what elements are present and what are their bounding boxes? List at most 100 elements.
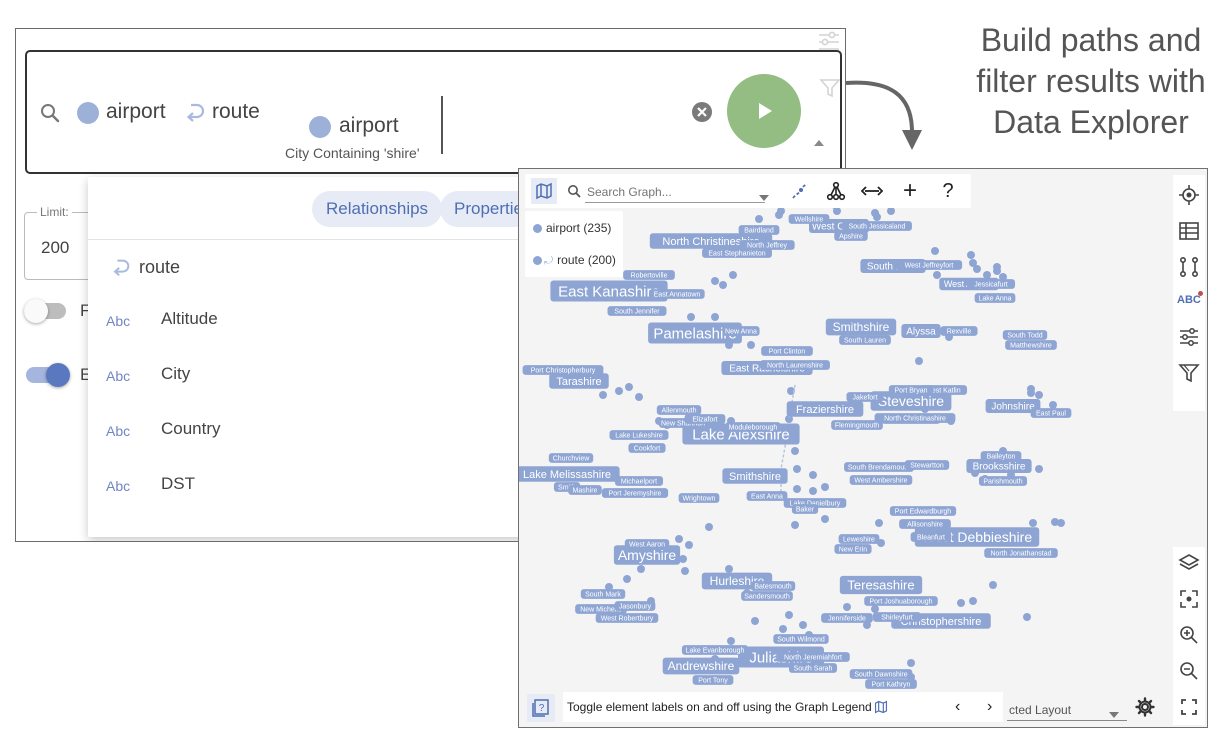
graph-node-label[interactable]: West Aaron <box>624 539 670 549</box>
graph-node[interactable] <box>793 485 801 493</box>
graph-node-label[interactable]: Pamelashire <box>648 322 742 344</box>
graph-node[interactable] <box>931 247 939 255</box>
graph-node-label[interactable]: Allisonshire <box>899 519 951 529</box>
graph-node[interactable] <box>637 565 645 573</box>
zoom-in-icon[interactable] <box>1177 623 1201 647</box>
graph-node[interactable] <box>969 597 977 605</box>
chevron-down-icon[interactable] <box>759 188 769 206</box>
graph-node-label[interactable]: South Lauren <box>839 335 891 345</box>
clear-icon[interactable] <box>691 101 713 128</box>
graph-node[interactable] <box>785 415 793 423</box>
graph-node-label[interactable]: Tarashire <box>549 373 609 389</box>
graph-node-label[interactable]: Wrightown <box>678 493 720 503</box>
graph-node[interactable] <box>1027 385 1035 393</box>
graph-node-label[interactable]: Lake Melissashire <box>519 466 620 482</box>
run-query-button[interactable] <box>727 74 801 148</box>
graph-node-label[interactable]: East Annatown <box>649 289 705 299</box>
graph-node[interactable] <box>843 603 851 611</box>
graph-node[interactable] <box>755 215 763 223</box>
graph-node[interactable] <box>605 583 613 591</box>
graph-node-label[interactable]: Alyssa <box>901 324 941 338</box>
graph-node-label[interactable]: Stewartton <box>904 460 950 470</box>
graph-node-label[interactable]: Mashire <box>568 485 602 495</box>
graph-node[interactable] <box>887 207 895 215</box>
graph-node-label[interactable]: Michaelport <box>614 476 664 486</box>
graph-node-label[interactable]: Lake Lukeshire <box>609 430 669 440</box>
graph-node-label[interactable]: Bleanfurt <box>910 532 952 542</box>
expand-caret-icon[interactable] <box>813 134 825 152</box>
graph-node-label[interactable]: Batesmouth <box>750 581 796 591</box>
graph-node[interactable] <box>907 659 915 667</box>
graph-node[interactable] <box>705 523 713 531</box>
graph-node-label[interactable]: Elizafort <box>684 414 726 424</box>
graph-node-label[interactable]: Matthewshire <box>1005 340 1057 350</box>
graph-node[interactable] <box>719 281 727 289</box>
graph-node[interactable] <box>775 211 783 219</box>
limit-field[interactable]: Limit: 200 <box>24 205 96 280</box>
graph-node-label[interactable]: New Michelle <box>575 604 627 614</box>
graph-node[interactable] <box>747 341 755 349</box>
graph-node-label[interactable]: East Kanashire <box>550 280 668 302</box>
graph-node-label[interactable]: Smithshire <box>722 468 788 484</box>
filter-settings-icon[interactable] <box>1177 325 1201 349</box>
graph-node[interactable] <box>623 575 631 583</box>
graph-node-label[interactable]: Fraziershire <box>786 401 864 417</box>
graph-node-label[interactable]: North Jeffrey <box>739 240 795 250</box>
property-row-altitude[interactable]: Abc Altitude <box>88 295 608 349</box>
graph-node[interactable] <box>615 387 623 395</box>
graph-node-label[interactable]: West Jeffreyfort <box>895 260 963 270</box>
graph-node[interactable] <box>711 277 719 285</box>
graph-node-label[interactable]: South Jessicaland <box>842 221 912 231</box>
graph-node-label[interactable]: Jenniferside <box>821 613 873 623</box>
focus-icon[interactable] <box>1177 587 1201 611</box>
graph-node[interactable] <box>599 391 607 399</box>
graph-node[interactable] <box>1057 519 1065 527</box>
graph-node-label[interactable]: South Mark <box>580 589 626 599</box>
property-row-city[interactable]: Abc City <box>88 350 608 404</box>
graph-node[interactable] <box>967 251 975 259</box>
graph-node-label[interactable]: Port Clinton <box>761 346 813 356</box>
locate-icon[interactable] <box>1177 183 1201 207</box>
graph-node-label[interactable]: North Christinashire <box>874 413 956 423</box>
graph-node[interactable] <box>1035 391 1043 399</box>
zoom-out-icon[interactable] <box>1177 659 1201 683</box>
graph-node-label[interactable]: New Anna <box>722 326 760 336</box>
graph-node[interactable] <box>973 265 981 273</box>
graph-node-label[interactable]: Parishmouth <box>978 476 1028 486</box>
add-edge-button[interactable] <box>859 178 885 204</box>
graph-node[interactable] <box>809 471 817 479</box>
graph-node[interactable] <box>983 271 991 279</box>
graph-node-label[interactable]: Robertoville <box>623 270 675 280</box>
graph-node-label[interactable]: Port Joshuaborough <box>864 596 938 606</box>
graph-node[interactable] <box>863 621 871 629</box>
graph-node-label[interactable]: West Ambershire <box>849 475 913 485</box>
graph-node-label[interactable]: Leweshire <box>838 534 880 544</box>
graph-node-label[interactable]: Johnshire <box>985 399 1041 413</box>
graph-node-label[interactable]: New Erin <box>834 544 872 554</box>
graph-node-label[interactable]: Apshire <box>834 231 868 241</box>
help-button[interactable]: ? <box>942 179 954 202</box>
graph-node[interactable] <box>1029 519 1037 527</box>
graph-node-label[interactable]: Churchview <box>548 453 594 463</box>
table-icon[interactable] <box>1177 219 1201 243</box>
graph-node-label[interactable]: Jasonbury <box>614 601 656 611</box>
graph-node-label[interactable]: Lake Anna <box>974 293 1016 303</box>
graph-node-label[interactable]: Sandersmouth <box>741 591 793 601</box>
graph-node-label[interactable]: Amyshire <box>613 545 681 565</box>
graph-node[interactable] <box>711 313 719 321</box>
graph-node[interactable] <box>725 565 733 573</box>
graph-node[interactable] <box>915 357 923 365</box>
graph-node[interactable] <box>933 271 941 279</box>
property-row-country[interactable]: Abc Country <box>88 405 608 459</box>
graph-node[interactable] <box>989 581 997 589</box>
toggle-switch-1[interactable] <box>24 297 84 325</box>
legend-item-route[interactable]: ⤾route (200) <box>533 253 616 268</box>
graph-node-label[interactable]: North Laurenshire <box>760 360 830 370</box>
graph-node-label[interactable]: South Dawnshire <box>849 669 913 679</box>
graph-node-label[interactable]: Shirleyfurt <box>872 612 922 622</box>
query-builder-bar[interactable]: airport route airport City Containing 's… <box>25 50 842 174</box>
graph-node[interactable] <box>675 535 683 543</box>
graph-node[interactable] <box>787 387 795 395</box>
graph-node-label[interactable]: East Paul <box>1030 408 1072 418</box>
graph-node[interactable] <box>785 611 793 619</box>
